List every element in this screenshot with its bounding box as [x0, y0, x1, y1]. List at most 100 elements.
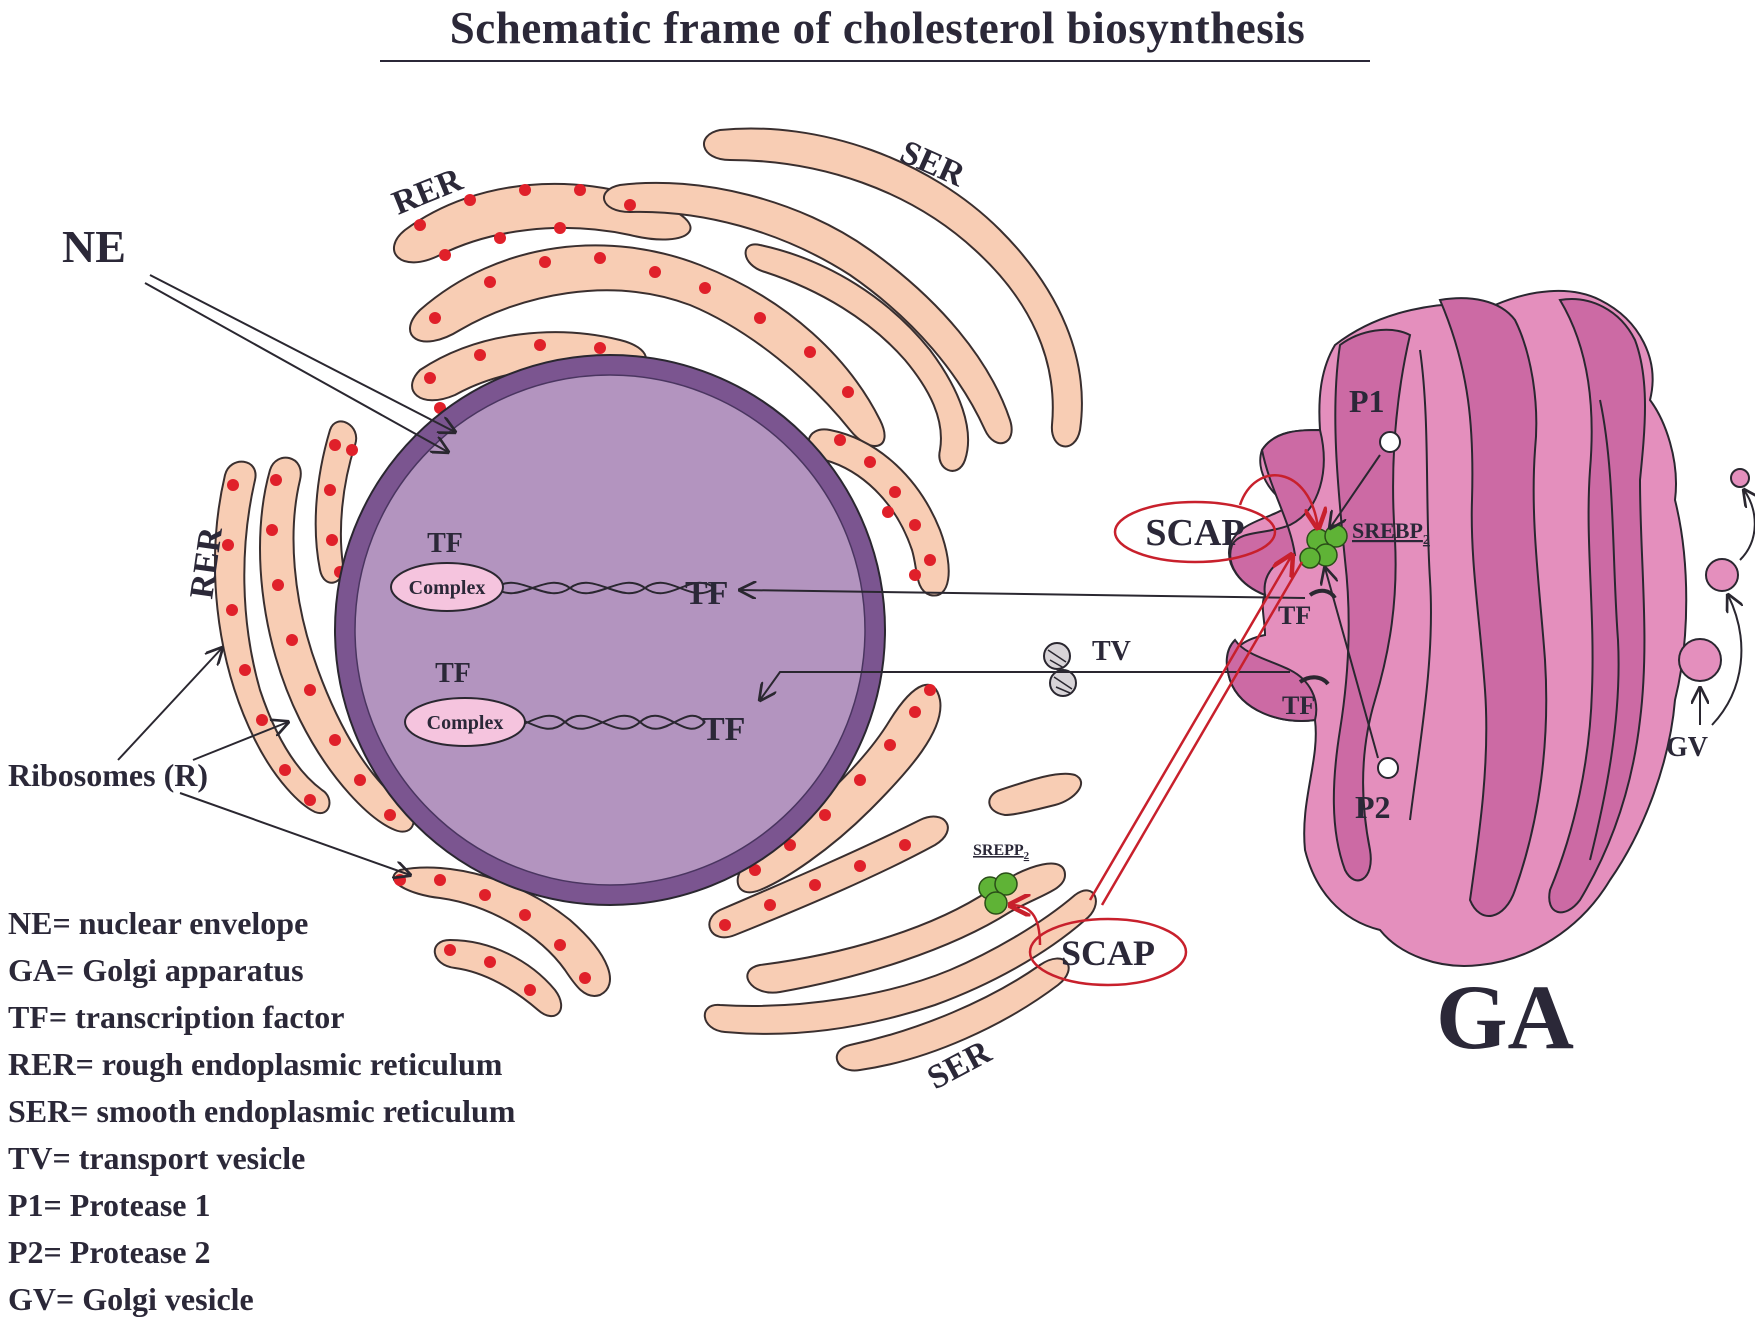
protease-2-site	[1377, 757, 1399, 779]
ribosome-dot	[909, 569, 921, 581]
srepp-er-label: SREPP2	[973, 842, 1030, 862]
tf-golgi-2-label: TF	[1282, 691, 1315, 720]
ribosome-dot	[574, 184, 586, 196]
ribosome-dot	[909, 706, 921, 718]
golgi-lobe-lower	[1225, 638, 1318, 722]
srepp-cluster-er	[978, 872, 1018, 915]
ribosome-dot	[534, 339, 546, 351]
ribosome-dot	[594, 342, 606, 354]
tf-complex-2-ellipse	[404, 697, 526, 747]
ribosome-dot	[227, 479, 239, 491]
ser-top-cisterna-3	[744, 243, 969, 472]
ribosome-dot	[222, 539, 234, 551]
ribosome-arrow-3	[179, 792, 410, 875]
ribosome-dot	[594, 252, 606, 264]
golgi-cisterna-dark-3	[1548, 298, 1646, 914]
ribosome-dot	[266, 524, 278, 536]
ribosome-dot	[804, 346, 816, 358]
gv-label: GV	[1666, 732, 1708, 763]
ribosome-dot	[279, 764, 291, 776]
tf-dna-2-label: TF	[702, 711, 745, 748]
ribosome-dot	[326, 534, 338, 546]
ribosome-dot	[554, 939, 566, 951]
ser-top-cisterna-2	[603, 181, 1013, 445]
dna-strands	[489, 581, 716, 730]
tf-dna-1-label: TF	[685, 575, 728, 612]
ribosome-dot	[226, 604, 238, 616]
ribosome-dot	[329, 439, 341, 451]
ga-label: GA	[1436, 966, 1574, 1068]
ribosome-dot	[889, 486, 901, 498]
ribosome-dot	[434, 874, 446, 886]
ribosome-dot	[819, 809, 831, 821]
tf-complex-2-name: Complex	[427, 712, 504, 734]
ribosome-dot	[624, 199, 636, 211]
tf-complex-1-ellipse	[390, 562, 504, 612]
ribosome-dot	[749, 864, 761, 876]
golgi-vesicle-3	[1678, 638, 1722, 682]
legend-item: SER= smooth endoplasmic reticulum	[8, 1093, 516, 1129]
ribosome-dot	[346, 444, 358, 456]
ribosome-dot	[924, 554, 936, 566]
ribosome-dot	[286, 634, 298, 646]
scap-golgi-ellipse	[1113, 500, 1277, 564]
ribosome-dot	[764, 899, 776, 911]
ribosome-arrow-1	[117, 648, 222, 761]
ser-bottom-cisterna-3	[835, 957, 1070, 1072]
golgi-inner-line-2	[1589, 399, 1620, 861]
scap-er-curve	[1010, 905, 1042, 946]
black-arrows	[117, 274, 1755, 875]
legend-item: RER= rough endoplasmic reticulum	[8, 1046, 503, 1082]
ribosome-dot	[854, 774, 866, 786]
ribosome-dot	[519, 184, 531, 196]
ribosome-dot	[864, 456, 876, 468]
tf-complex-1: Complex TF	[390, 528, 504, 612]
ribosome-dot	[909, 519, 921, 531]
rer-bottom-cisterna-2	[433, 938, 563, 1017]
ser-bottom-cisterna-4	[988, 772, 1083, 817]
golgi-vesicle-1	[1730, 468, 1750, 488]
scap-er-ellipse	[1028, 917, 1188, 987]
legend-item: GA= Golgi apparatus	[8, 952, 304, 988]
ribosome-dot	[924, 684, 936, 696]
legend-item: NE= nuclear envelope	[8, 905, 309, 941]
tf-arrow-1	[740, 590, 1306, 598]
tf-complex-2: Complex TF	[404, 658, 526, 747]
ribosome-dot	[809, 879, 821, 891]
ribosome-dot	[699, 282, 711, 294]
ribosome-dot	[270, 474, 282, 486]
protease-1-site	[1379, 431, 1401, 453]
rer-top-cisterna-2	[409, 244, 886, 447]
tf-golgi-mark-2	[1298, 675, 1330, 686]
tf-complex-1-title: TF	[427, 528, 463, 559]
ribosome-dot	[429, 312, 441, 324]
ribosome-dot	[464, 194, 476, 206]
ribosome-dot	[784, 839, 796, 851]
legend-item: P1= Protease 1	[8, 1187, 211, 1223]
nucleoplasm	[354, 374, 866, 886]
nucleus	[334, 354, 886, 906]
ne-arrow-1	[149, 274, 455, 432]
ne-arrow-2	[144, 282, 448, 452]
ribosome-dot	[272, 579, 284, 591]
ribosome-dot	[719, 919, 731, 931]
ribosome-dot	[304, 794, 316, 806]
tf-golgi-mark-1	[1308, 588, 1337, 600]
ribosome-dot	[579, 972, 591, 984]
srepp-er-text: SREPP	[973, 842, 1024, 859]
tv-label: TV	[1092, 636, 1131, 667]
tf-complex-1-name: Complex	[409, 577, 486, 599]
ribosome-dot	[439, 249, 451, 261]
ribosome-dot	[384, 809, 396, 821]
p2-label: P2	[1355, 789, 1391, 825]
golgi-vesicles	[1678, 468, 1750, 682]
ribosome-dot	[494, 232, 506, 244]
srebp-golgi-subscript: 2	[1423, 533, 1430, 548]
golgi-cisterna-dark-2	[1438, 297, 1548, 917]
ribosome-dot	[354, 774, 366, 786]
scap-elements	[1010, 474, 1318, 987]
ribosome-dot	[754, 312, 766, 324]
title-underline	[380, 60, 1370, 62]
ribosome-dot	[239, 664, 251, 676]
ser-top-cisterna-1	[703, 127, 1083, 448]
